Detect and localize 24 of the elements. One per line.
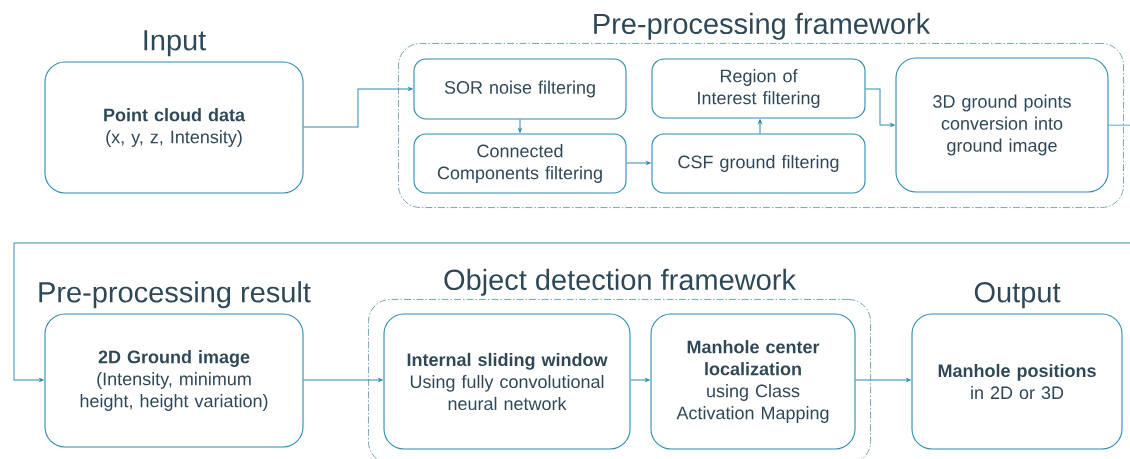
process-box: CSF ground filtering	[651, 133, 866, 194]
process-box: Manhole positions in 2D or 3D	[911, 313, 1123, 450]
arrow	[13, 124, 1130, 382]
heading: Pre-processing result	[39, 281, 311, 309]
arrow	[865, 88, 895, 127]
arrow	[626, 161, 651, 165]
arrow	[303, 87, 413, 128]
process-box: 3D ground points conversion into ground image	[895, 57, 1109, 193]
process-box: Region of Interest filtering	[651, 58, 866, 119]
process-box: Manhole center localization using Class Activation Mapping	[650, 313, 856, 450]
arrow	[855, 378, 911, 382]
arrow	[758, 119, 762, 134]
process-box: Connected Components filtering	[413, 133, 627, 194]
arrow	[630, 378, 650, 382]
heading: Pre-processing framework	[594, 12, 931, 40]
heading: Object detection framework	[444, 268, 796, 296]
process-box: 2D Ground image (Intensity, minimum height, height variation)	[44, 313, 304, 448]
heading: Output	[974, 282, 1061, 309]
process-box: Internal sliding window Using fully convolutional neural network	[383, 313, 631, 450]
heading: Input	[144, 30, 207, 57]
arrow	[518, 119, 522, 133]
process-box: Point cloud data (x, y, z, Intensity)	[44, 61, 304, 194]
arrow	[303, 378, 383, 382]
process-box: SOR noise filtering	[413, 58, 627, 120]
